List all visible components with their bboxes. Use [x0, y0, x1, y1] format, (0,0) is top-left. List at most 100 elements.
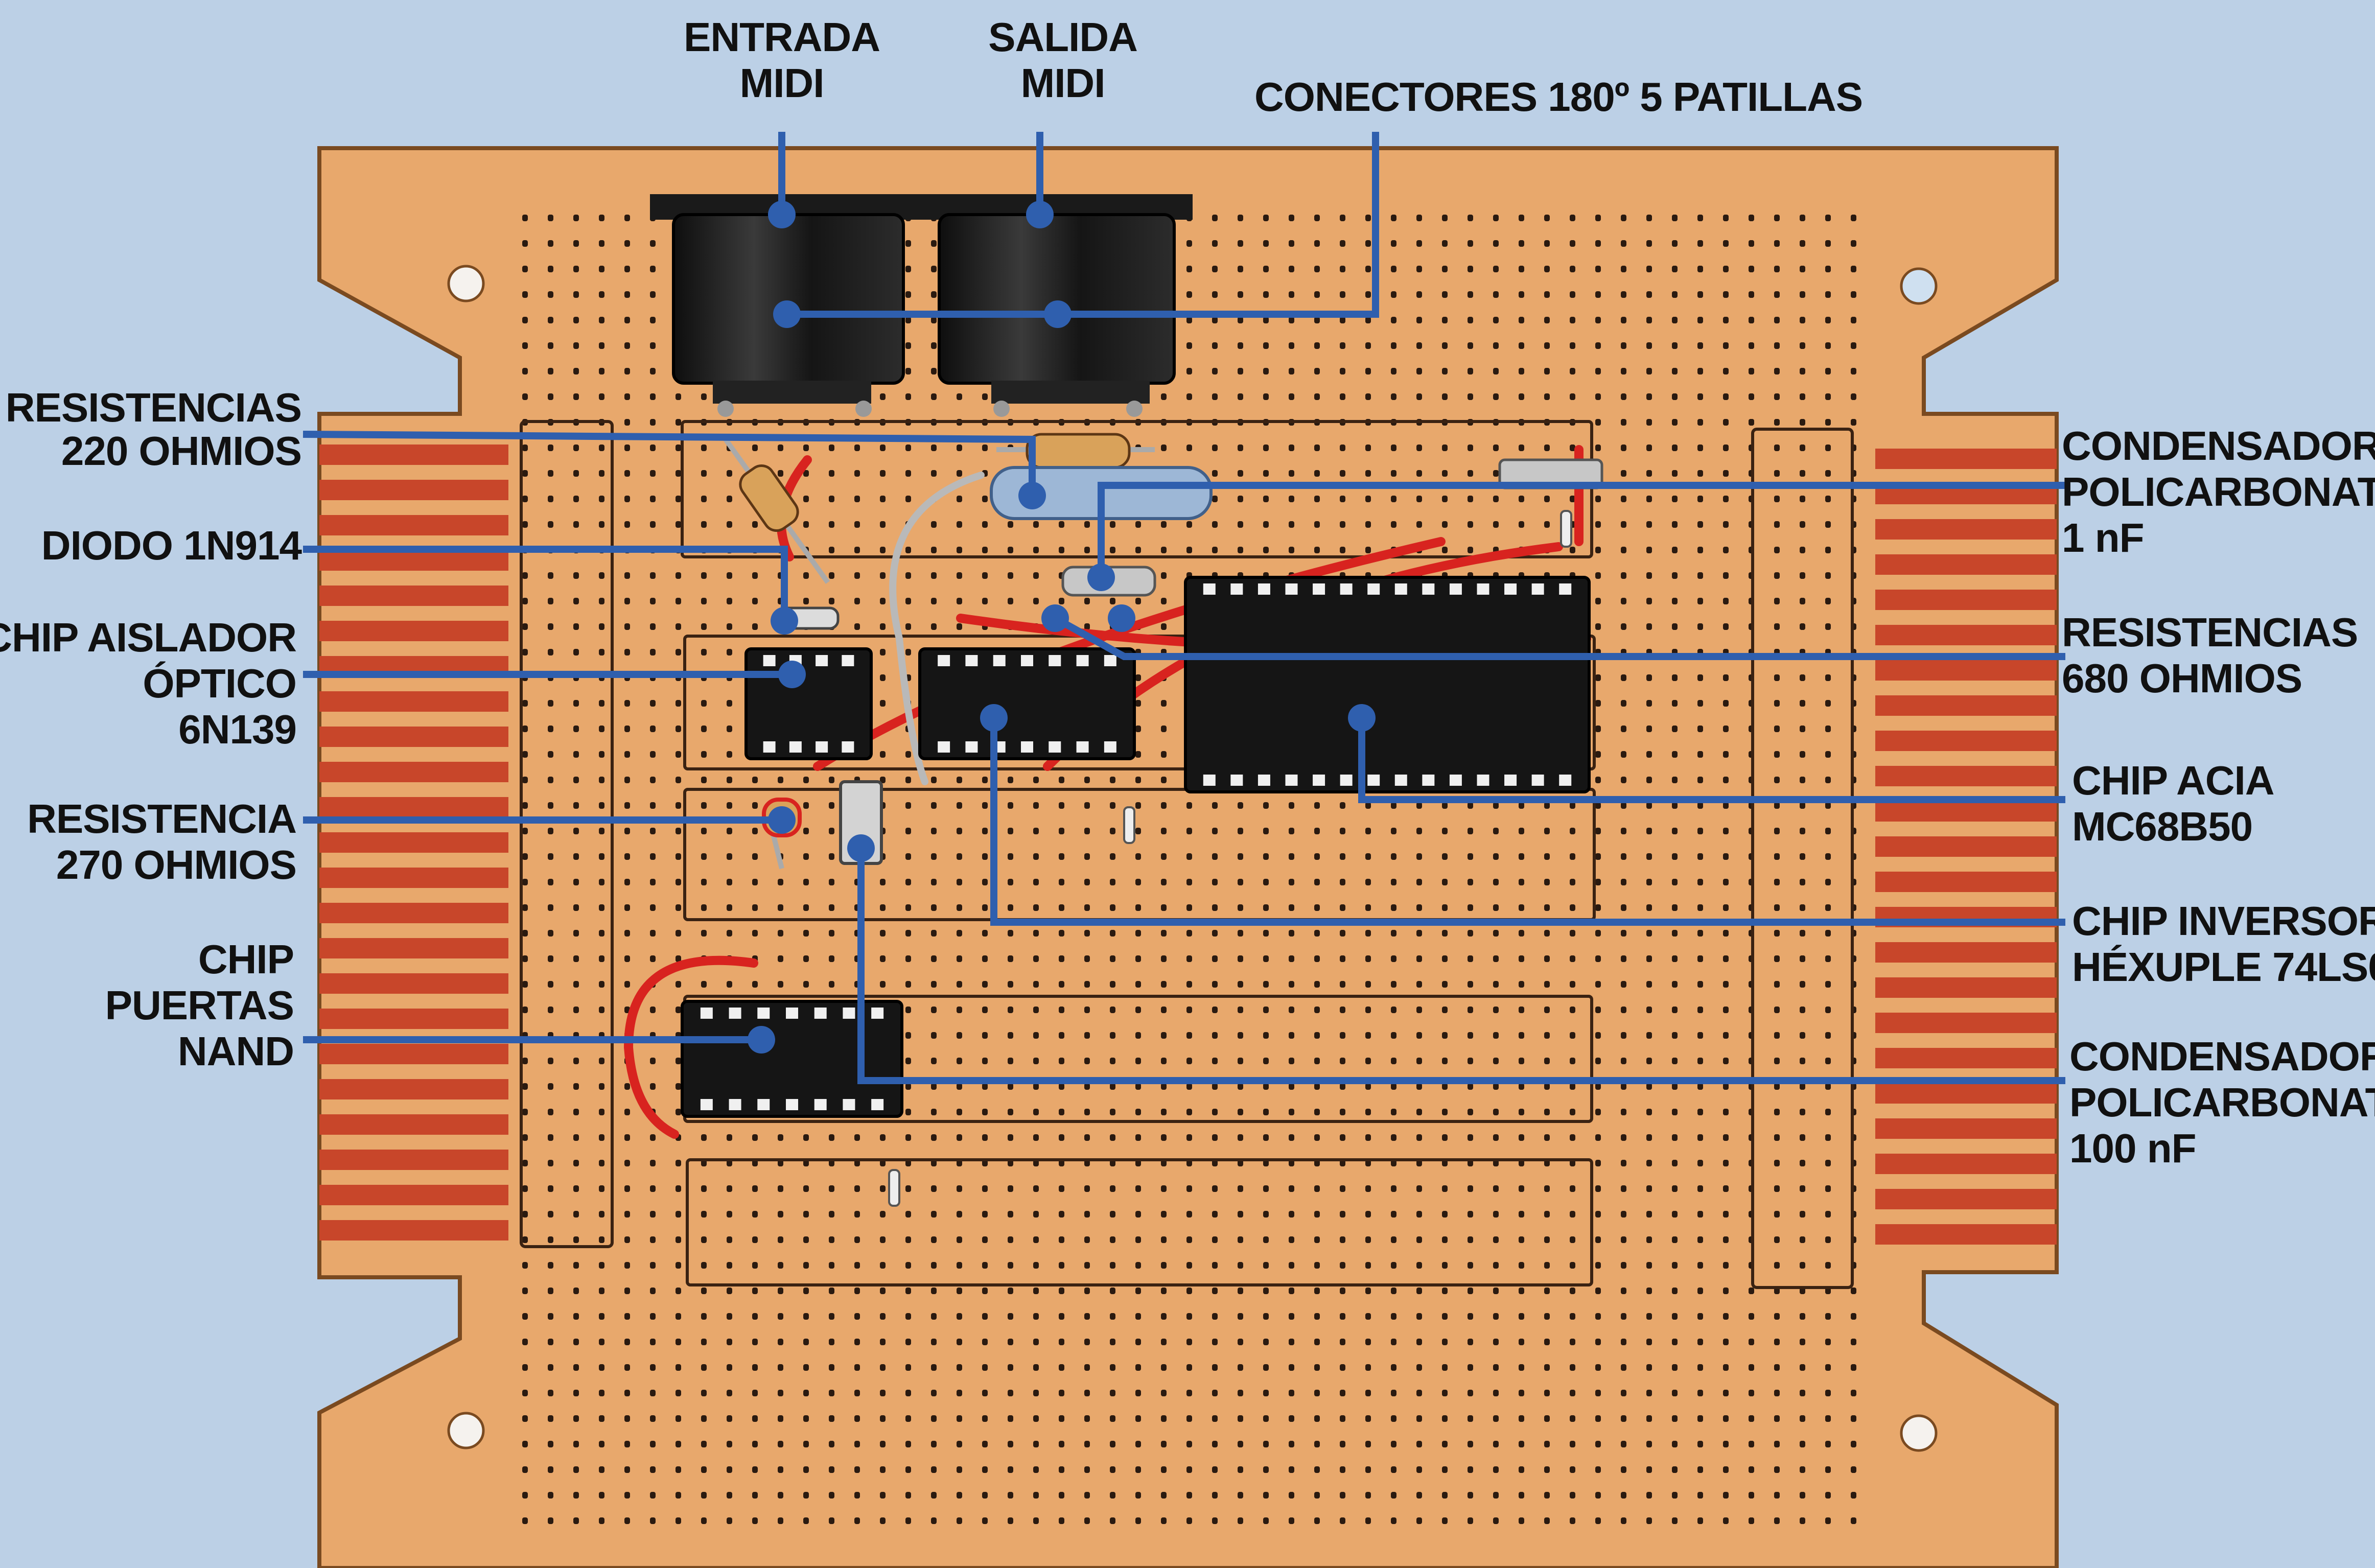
link-short-1: [1123, 806, 1135, 844]
chip-pin: [1367, 583, 1380, 595]
chip-pin: [1559, 583, 1572, 595]
copper-strip: [319, 1009, 508, 1029]
resistor-220-a: [723, 438, 830, 584]
label-nand-line3: NAND: [178, 1028, 294, 1074]
right-edge-copper-strips: [1875, 449, 2057, 1245]
chip-pin: [1021, 741, 1033, 753]
resistor-220-b: [996, 433, 1155, 469]
copper-strip: [319, 973, 508, 994]
copper-strip: [1875, 519, 2057, 540]
chip-pin: [871, 1008, 884, 1019]
chip-inverter: [918, 647, 1136, 760]
chip-pin: [1504, 775, 1517, 786]
chip-pin: [789, 741, 802, 753]
leader-connectors: [783, 132, 1379, 318]
chip-pin: [757, 1099, 770, 1110]
chip-pin: [816, 655, 828, 666]
chip-pin: [1313, 775, 1325, 786]
left-rail-outline: [520, 420, 614, 1248]
midi-out-connector: [938, 213, 1176, 417]
chip-pin: [1559, 775, 1572, 786]
chip-pin: [843, 1008, 855, 1019]
copper-strip: [319, 621, 508, 641]
chip-pin: [1449, 775, 1462, 786]
label-nand-line1: CHIP: [198, 937, 294, 982]
chip-pin: [1340, 583, 1353, 595]
copper-strip: [319, 762, 508, 782]
chip-pin: [993, 655, 1006, 666]
leader-cond100: [857, 845, 2065, 1084]
chip-pin: [1203, 775, 1216, 786]
integrated-circuits: [681, 576, 1591, 1118]
chip-pin: [786, 1099, 798, 1110]
chip-pin: [965, 741, 978, 753]
stripboard: [317, 146, 2059, 1568]
chip-pin: [938, 741, 950, 753]
label-cond100-line2: POLICARBONATO: [2069, 1080, 2375, 1125]
chip-pin: [1449, 583, 1462, 595]
copper-strip: [319, 727, 508, 747]
copper-strip: [319, 586, 508, 606]
chip-pin: [1104, 741, 1116, 753]
chip-pin: [816, 741, 828, 753]
label-cond1-line3: 1 nF: [2062, 515, 2144, 560]
label-nand-line2: PUERTAS: [105, 982, 294, 1028]
copper-strip: [1875, 660, 2057, 681]
chip-pin: [1504, 583, 1517, 595]
leader-res220: [302, 430, 1036, 494]
copper-strip: [319, 868, 508, 888]
chip-optoisolator: [744, 647, 873, 760]
chip-nand: [681, 1000, 903, 1118]
copper-strip: [319, 515, 508, 535]
copper-strip: [319, 903, 508, 923]
leader-cond1: [1098, 482, 2065, 581]
copper-strip: [1875, 942, 2057, 963]
link-short-3: [1560, 510, 1572, 548]
hole-grid: [511, 209, 1865, 1538]
chip-pin: [1422, 583, 1435, 595]
chip-pin: [1230, 583, 1243, 595]
label-salida-line2: MIDI: [1021, 60, 1105, 106]
chip-pin: [757, 1008, 770, 1019]
chip-pin: [814, 1008, 827, 1019]
chip-pin: [763, 655, 776, 666]
grey-wire: [889, 472, 985, 785]
mounting-hole-top-left: [447, 265, 485, 302]
label-res680-line1: RESISTENCIAS: [2062, 610, 2358, 655]
copper-strip: [1875, 766, 2057, 786]
chip-pin: [1367, 775, 1380, 786]
chip-pin: [1394, 775, 1407, 786]
red-wire-diagonal-1: [813, 537, 1446, 771]
chip-acia: [1184, 576, 1591, 793]
chip-pin: [700, 1008, 713, 1019]
copper-strip: [1875, 1118, 2057, 1139]
chip-pin: [871, 1099, 884, 1110]
label-entrada-line1: ENTRADA: [684, 14, 880, 60]
copper-strip: [1875, 1189, 2057, 1209]
copper-strip: [319, 797, 508, 817]
chip-pin: [842, 741, 854, 753]
label-aislador-line3: 6N139: [178, 707, 296, 752]
chip-pin: [1340, 775, 1353, 786]
copper-strip: [319, 1150, 508, 1170]
chip-pin: [1230, 775, 1243, 786]
mounting-hole-bottom-right: [1900, 1414, 1938, 1452]
labels: ENTRADA MIDI SALIDA MIDI CONECTORES 180º…: [0, 14, 2375, 1171]
chip-pin: [938, 655, 950, 666]
copper-strip: [1875, 731, 2057, 751]
link-short-2: [888, 1169, 900, 1207]
chip-pin: [965, 655, 978, 666]
leader-res680: [1050, 613, 2065, 660]
chip-pin: [729, 1099, 741, 1110]
left-edge-copper-strips: [319, 444, 508, 1241]
midi-connectors: [650, 194, 1193, 417]
copper-strip: [1875, 1224, 2057, 1245]
leader-inversor: [990, 709, 2065, 926]
label-aislador-line2: ÓPTICO: [143, 661, 296, 706]
label-res270-line1: RESISTENCIA: [27, 796, 296, 841]
copper-strip: [1875, 872, 2057, 892]
label-cond100-line3: 100 nF: [2069, 1126, 2196, 1171]
label-cond1-line1: CONDENSADOR: [2062, 423, 2375, 469]
